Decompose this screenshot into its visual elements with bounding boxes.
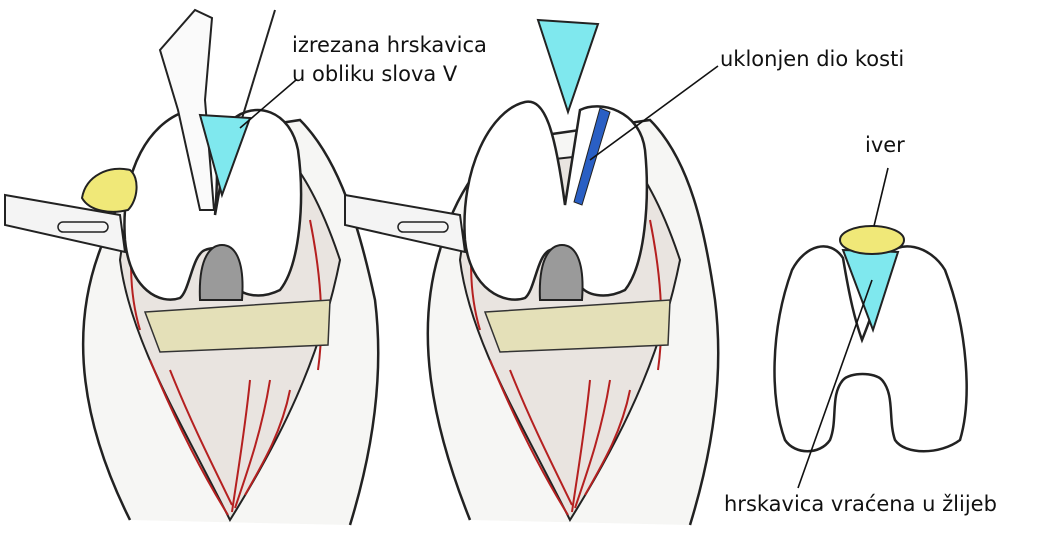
label-removed-bone: uklonjen dio kosti: [720, 47, 904, 71]
label-cartilage-returned: hrskavica vraćena u žlijeb: [724, 492, 997, 516]
label-cut-cartilage-line1: izrezana hrskavica: [292, 33, 487, 57]
panel-3-femur-repaired: [775, 226, 967, 451]
cartilage-wedge-removed: [538, 20, 598, 112]
bone-chip-1: [82, 169, 137, 212]
panel-1-knee-incision: [5, 10, 378, 525]
label-cut-cartilage-line2: u obliku slova V: [292, 62, 458, 86]
bone-chip-inserted: [840, 226, 904, 254]
label-chip: iver: [865, 133, 905, 157]
panel-2-knee-bone-removed: [345, 20, 718, 525]
